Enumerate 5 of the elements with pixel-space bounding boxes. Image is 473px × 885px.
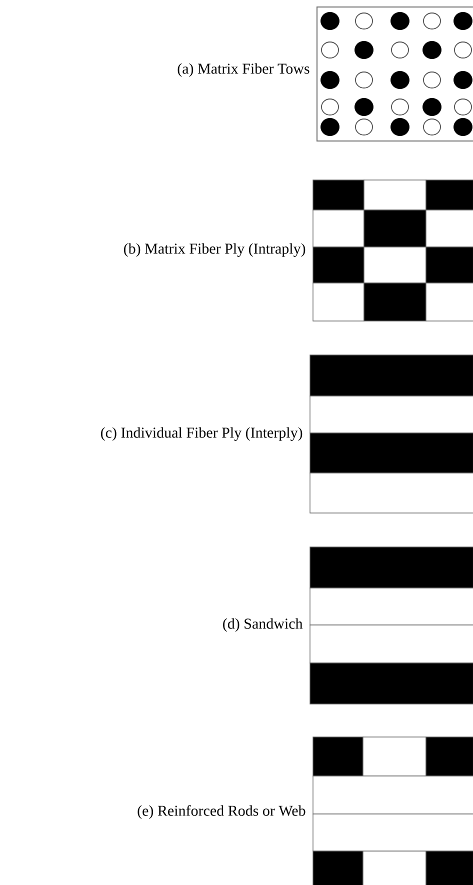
panel-caption: (d) Sandwich xyxy=(223,618,303,632)
panel-caption: (e) Reinforced Rods or Web xyxy=(138,805,306,819)
panel-caption: (a) Matrix Fiber Tows xyxy=(178,63,310,77)
panel-caption: (b) Matrix Fiber Ply (Intraply) xyxy=(124,243,306,257)
panel-caption: (c) Individual Fiber Ply (Interply) xyxy=(101,427,302,441)
